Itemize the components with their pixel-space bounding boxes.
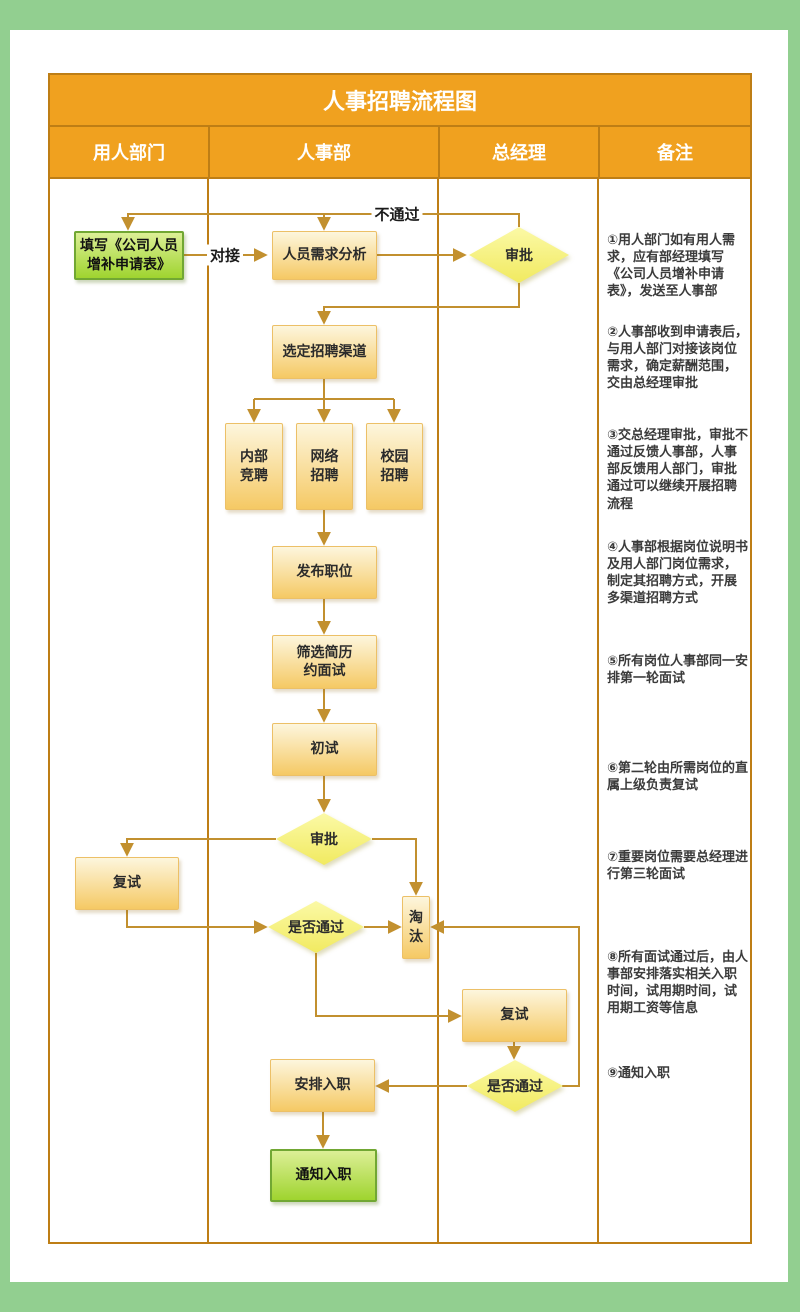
node-approval-1: 审批 — [469, 227, 569, 283]
lane-header-general-manager: 总经理 — [438, 127, 598, 177]
flowchart-table: 人事招聘流程图 用人部门 人事部 总经理 备注 — [48, 73, 752, 1244]
node-demand-analysis: 人员需求分析 — [272, 231, 377, 280]
note-5: ⑤所有岗位人事部同一安排第一轮面试 — [607, 654, 749, 687]
note-6: ⑥第二轮由所需岗位的直属上级负责复试 — [607, 761, 749, 794]
node-approval-2: 审批 — [276, 813, 372, 865]
diagram-card: 人事招聘流程图 用人部门 人事部 总经理 备注 — [10, 30, 788, 1282]
note-2: ②人事部收到申请表后，与用人部门对接该岗位需求，确定薪酬范围，交由总经理审批 — [607, 325, 749, 392]
node-retest-general-manager: 复试 — [462, 989, 567, 1042]
lane-header-hr-dept: 人事部 — [208, 127, 438, 177]
lane-header-remarks: 备注 — [598, 127, 750, 177]
node-notify-entry: 通知入职 — [270, 1149, 377, 1202]
node-internal-recruit: 内部 竞聘 — [225, 423, 283, 510]
edge-label-connect: 对接 — [206, 244, 244, 266]
node-network-recruit: 网络 招聘 — [296, 423, 353, 510]
node-fill-application-form: 填写《公司人员 增补申请表》 — [74, 231, 184, 280]
node-screen-resume: 筛选简历 约面试 — [272, 635, 377, 689]
node-pass-check-2: 是否通过 — [467, 1060, 563, 1112]
lane-headers: 用人部门 人事部 总经理 备注 — [50, 127, 750, 179]
lane-divider-1 — [207, 179, 209, 1242]
node-pass-check-1: 是否通过 — [268, 901, 364, 953]
lane-divider-2 — [437, 179, 439, 1242]
edge-label-not-passed: 不通过 — [371, 203, 423, 225]
node-arrange-entry: 安排入职 — [270, 1059, 375, 1112]
page-title: 人事招聘流程图 — [50, 75, 750, 127]
note-7: ⑦重要岗位需要总经理进行第三轮面试 — [607, 850, 749, 883]
flowchart-body: 对接 不通过 填写《公司人员 增补申请表》 人员需求分析 审批 选定招聘渠道 内… — [50, 179, 750, 1242]
node-campus-recruit: 校园 招聘 — [366, 423, 423, 510]
lane-divider-3 — [597, 179, 599, 1242]
node-publish-job: 发布职位 — [272, 546, 377, 599]
lane-header-hiring-dept: 用人部门 — [93, 143, 165, 164]
node-eliminate: 淘 汰 — [402, 896, 430, 959]
note-4: ④人事部根据岗位说明书及用人部门岗位需求，制定其招聘方式，开展多渠道招聘方式 — [607, 540, 749, 607]
node-retest-hiring-dept: 复试 — [75, 857, 179, 910]
note-9: ⑨通知入职 — [607, 1066, 671, 1081]
note-3: ③交总经理审批，审批不通过反馈人事部，人事部反馈用人部门，审批通过可以继续开展招… — [607, 428, 749, 512]
node-first-interview: 初试 — [272, 723, 377, 776]
note-1: ①用人部门如有用人需求，应有部经理填写《公司人员增补申请表》，发送至人事部 — [607, 233, 736, 300]
note-8: ⑧所有面试通过后，由人事部安排落实相关入职时间，试用期时间，试用期工资等信息 — [607, 950, 749, 1017]
node-select-channel: 选定招聘渠道 — [272, 325, 377, 379]
